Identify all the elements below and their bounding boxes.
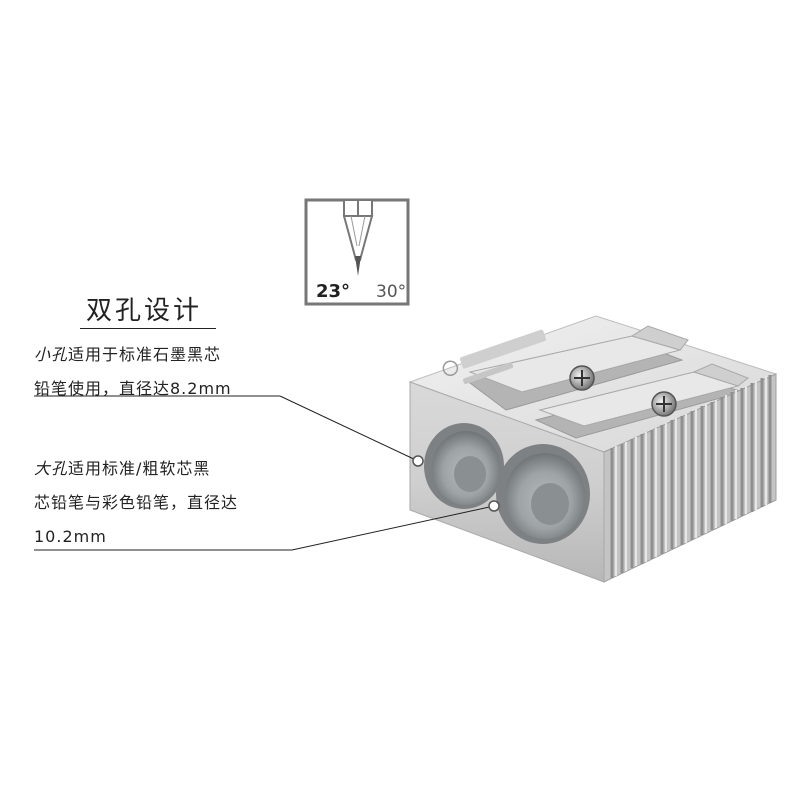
large-hole-line-1: 大孔适用标准/粗软芯黑 (34, 452, 238, 486)
large-hole-line-2: 芯铅笔与彩色铅笔，直径达 (34, 493, 239, 512)
sharpening-angle-badge: 23° 30° (304, 198, 410, 306)
small-hole-icon (424, 423, 504, 509)
brand-emboss (442, 329, 547, 385)
large-hole-line-3: 10.2mm (34, 527, 107, 546)
large-hole-icon (496, 444, 590, 544)
blade-screw-icon (569, 365, 677, 417)
title-underline (80, 328, 216, 329)
small-hole-line-1: 小孔适用于标准石墨黑芯 (34, 338, 232, 372)
large-hole-line-1-text: 适用标准/粗软芯黑 (68, 459, 211, 478)
large-hole-description: 大孔适用标准/粗软芯黑 芯铅笔与彩色铅笔，直径达 10.2mm (34, 452, 238, 554)
angle-23-label: 23° (316, 281, 351, 302)
small-hole-leader-line (279, 395, 419, 462)
small-hole-marker (412, 455, 424, 467)
small-hole-line-1-text: 适用于标准石墨黑芯 (68, 345, 222, 364)
small-hole-description: 小孔适用于标准石墨黑芯 铅笔使用，直径达8.2mm (34, 338, 232, 406)
large-hole-marker (488, 500, 500, 512)
sharpener-ribbed-side (603, 373, 777, 583)
pencil-tip-icon (304, 198, 410, 306)
angle-30-label: 30° (376, 282, 407, 302)
large-hole-name: 大孔 (34, 459, 69, 478)
small-hole-name: 小孔 (34, 345, 69, 364)
feature-title: 双孔设计 (86, 296, 203, 326)
sharpener-front-face (409, 381, 605, 583)
large-hole-leader-line (291, 505, 495, 551)
small-hole-line-2: 铅笔使用，直径达8.2mm (34, 379, 232, 398)
